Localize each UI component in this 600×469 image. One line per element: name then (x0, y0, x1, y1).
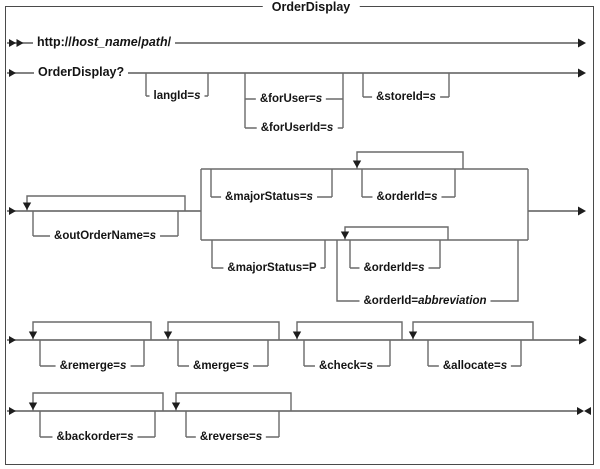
param-outordername: &outOrderName=s (50, 228, 160, 244)
param-check: &check=s (314, 358, 378, 374)
param-allocate: &allocate=s (438, 358, 512, 374)
param-orderid-s: &orderId=s (359, 260, 429, 276)
param-remerge: &remerge=s (55, 358, 131, 374)
main-rails (7, 42, 579, 412)
param-foruser: &forUser=s (255, 91, 327, 107)
diagram-title: OrderDisplay (262, 0, 360, 14)
command-text: OrderDisplay? (34, 65, 129, 81)
param-orderid-top: &orderId=s (372, 189, 442, 205)
param-backorder: &backorder=s (52, 429, 138, 445)
param-merge: &merge=s (189, 358, 253, 374)
param-majorstatus-s: &majorStatus=s (221, 189, 317, 205)
param-orderid-abbreviation: &orderId=abbreviation (359, 293, 491, 309)
param-foruserid: &forUserId=s (256, 120, 338, 136)
param-storeid: &storeId=s (372, 89, 440, 105)
param-langid: langId=s (149, 88, 205, 104)
param-reverse: &reverse=s (195, 429, 267, 445)
param-majorstatus-p: &majorStatus=P (223, 260, 321, 276)
url-text: http://host_name/path/ (33, 35, 176, 51)
